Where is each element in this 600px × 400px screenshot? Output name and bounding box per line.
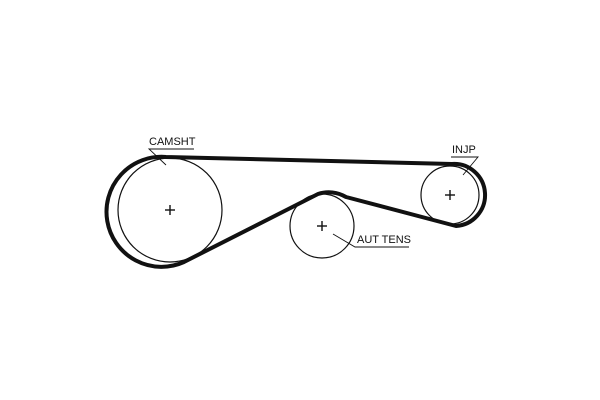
tensioner-leader-line	[332, 233, 409, 248]
camshaft-label: CAMSHT	[149, 136, 196, 148]
tensioner-label: AUT TENS	[357, 234, 411, 246]
camshaft-leader-line	[147, 148, 194, 166]
timing-belt	[104, 154, 487, 269]
tensioner-center-mark	[317, 221, 327, 231]
injection-pump-label: INJP	[452, 144, 476, 156]
camshaft-center-mark	[165, 205, 175, 215]
injection-pump-leader-line	[451, 156, 479, 176]
injection-pump-center-mark	[445, 190, 455, 200]
